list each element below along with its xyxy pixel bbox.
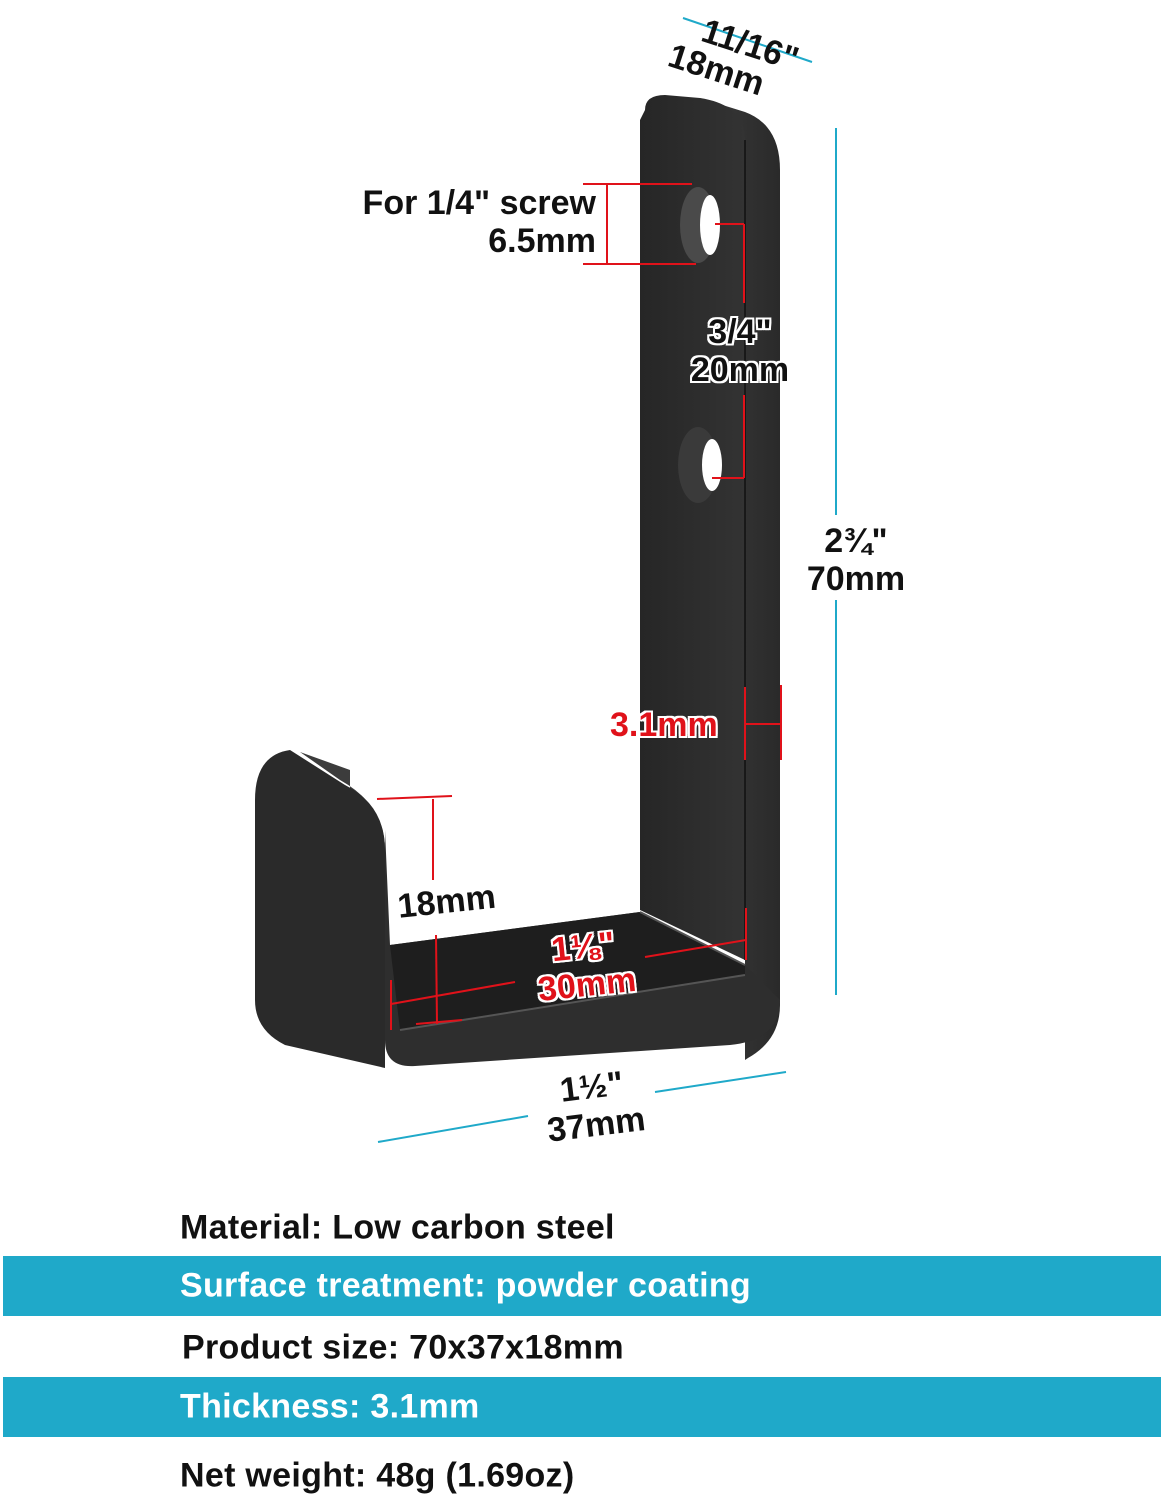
screw-size-label: For 1/4" screw 6.5mm	[300, 184, 596, 260]
hole-spacing-label: 3/4" 20mm	[670, 313, 810, 389]
screw-size-line2: 6.5mm	[488, 222, 596, 260]
hook-back-plate	[640, 95, 745, 960]
spec-surface-text: Surface treatment: powder coating	[180, 1266, 751, 1305]
hole-spacing-metric: 20mm	[690, 351, 790, 389]
spec-row-material: Material: Low carbon steel	[0, 1198, 1165, 1258]
spec-thickness-text: Thickness: 3.1mm	[180, 1387, 480, 1426]
hook-back-plate-side	[700, 98, 780, 1060]
spec-row-weight: Net weight: 48g (1.69oz)	[0, 1446, 1165, 1506]
spec-material-text: Material: Low carbon steel	[180, 1208, 615, 1247]
height-metric: 70mm	[806, 560, 906, 598]
inner-width-label: 1⅛" 30mm	[511, 921, 658, 1011]
spec-weight-text: Net weight: 48g (1.69oz)	[180, 1456, 575, 1495]
height-imperial: 2¾"	[824, 522, 888, 560]
spec-size-text: Product size: 70x37x18mm	[182, 1328, 624, 1367]
height-label: 2¾" 70mm	[786, 522, 926, 598]
thickness-label: 3.1mm	[610, 706, 718, 744]
spec-row-thickness: Thickness: 3.1mm	[3, 1377, 1161, 1437]
hole-spacing-imperial: 3/4"	[708, 313, 772, 351]
screw-size-line1: For 1/4" screw	[362, 184, 596, 222]
spec-row-surface: Surface treatment: powder coating	[3, 1256, 1161, 1316]
hook-lip	[255, 750, 385, 1068]
spec-row-size: Product size: 70x37x18mm	[0, 1318, 1165, 1378]
hook-base-inner	[390, 912, 745, 1030]
hook-drawing	[255, 17, 837, 1143]
